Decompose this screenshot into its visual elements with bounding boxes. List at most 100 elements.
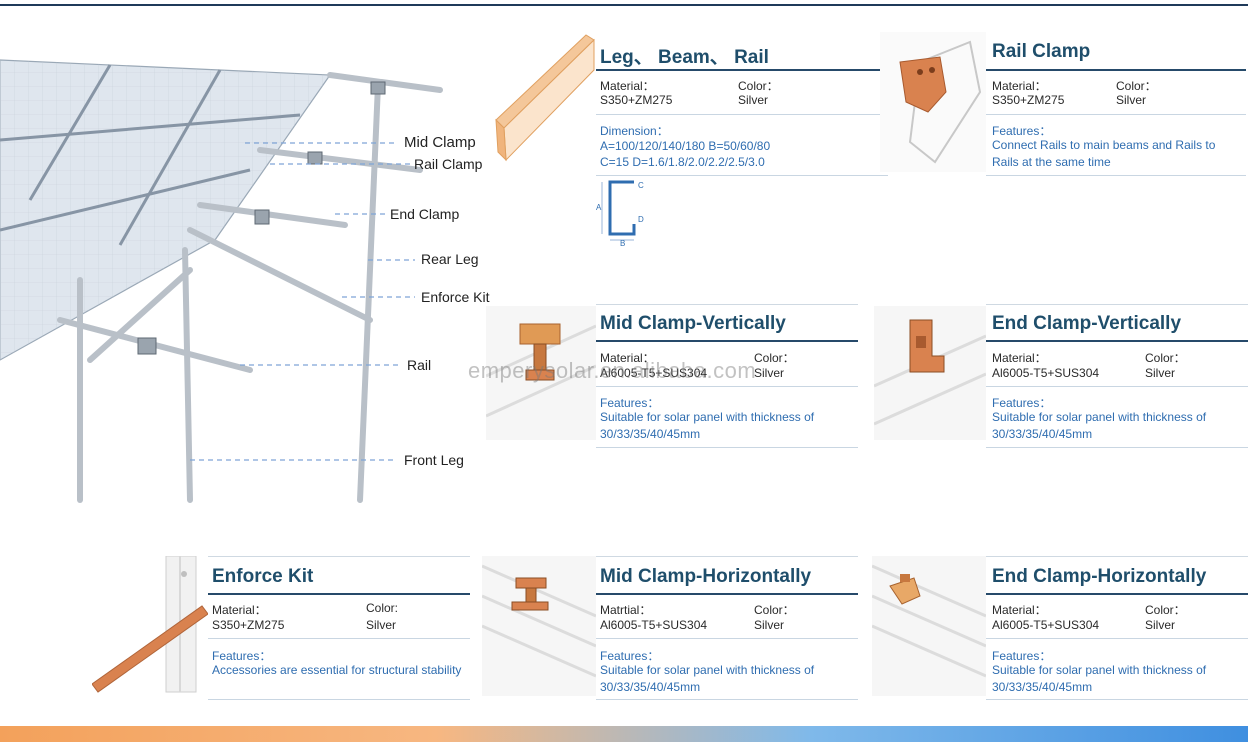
divider — [596, 593, 858, 595]
dim-label-c: C — [638, 181, 644, 190]
divider — [986, 638, 1248, 639]
color-label: Color: — [366, 601, 399, 615]
mid-clamp-vertical-image — [486, 306, 596, 440]
card-mid-clamp-vertically: Mid Clamp-Vertically Material： Al6005-T5… — [596, 304, 858, 454]
divider — [596, 175, 888, 176]
material-value: S350+ZM275 — [212, 618, 285, 632]
material-value: Al6005-T5+SUS304 — [600, 618, 708, 632]
divider — [596, 69, 888, 71]
material-label: Material： — [212, 603, 267, 617]
callout-rear-leg: Rear Leg — [421, 251, 479, 267]
card-title: Enforce Kit — [212, 566, 314, 587]
callout-mid-clamp: Mid Clamp — [404, 134, 476, 151]
material-value: S350+ZM275 — [600, 93, 673, 107]
color-value: Silver — [366, 618, 397, 632]
dim-label-d: D — [638, 215, 644, 224]
material-value: S350+ZM275 — [992, 93, 1065, 107]
rail-clamp-image — [880, 32, 986, 172]
solar-panel-array — [0, 59, 332, 361]
dimension-line-2: C=15 D=1.6/1.8/2.0/2.2/2.5/3.0 — [600, 155, 765, 169]
dim-label-b: B — [620, 239, 625, 246]
features-text: Suitable for solar panel with thickness … — [992, 410, 1207, 441]
callout-rail: Rail — [407, 357, 432, 373]
material-value: Al6005-T5+SUS304 — [600, 366, 708, 380]
dimension-line-1: A=100/120/140/180 B=50/60/80 — [600, 139, 771, 153]
divider — [596, 638, 858, 639]
features-label: Features： — [992, 649, 1052, 663]
divider — [596, 699, 858, 700]
color-label: Color： — [1145, 351, 1186, 365]
callout-rail-clamp: Rail Clamp — [414, 156, 483, 172]
card-title: End Clamp-Vertically — [992, 313, 1182, 334]
color-value: Silver — [1116, 93, 1147, 107]
features-label: Features： — [600, 649, 660, 663]
features-label: Features： — [600, 396, 660, 410]
material-label: Material： — [600, 79, 655, 93]
card-leg-beam-rail: Leg、 Beam、 Rail Material： S350+ZM275 Col… — [596, 34, 888, 184]
divider — [986, 699, 1248, 700]
mounting-structure-diagram — [0, 59, 443, 503]
divider — [596, 556, 858, 557]
color-label: Color： — [754, 603, 795, 617]
divider — [596, 340, 858, 342]
divider — [986, 175, 1246, 176]
dim-label-a: A — [596, 203, 602, 212]
frame-beams — [57, 72, 443, 503]
material-label: Matrtial： — [600, 603, 652, 617]
features-label: Features： — [212, 649, 272, 663]
card-title: Rail Clamp — [992, 41, 1091, 62]
divider — [596, 304, 858, 305]
divider — [208, 699, 470, 700]
card-end-clamp-horizontally: End Clamp-Horizontally Material： Al6005-… — [986, 556, 1248, 702]
material-label: Material： — [992, 351, 1047, 365]
material-label: Material： — [600, 351, 655, 365]
divider — [986, 69, 1246, 71]
color-label: Color： — [754, 351, 795, 365]
divider — [596, 447, 858, 448]
end-clamp-horizontal-image — [872, 556, 986, 696]
divider — [596, 114, 888, 115]
card-title: End Clamp-Horizontally — [992, 566, 1207, 587]
callout-front-leg: Front Leg — [404, 452, 464, 468]
divider — [986, 340, 1248, 342]
card-title: Mid Clamp-Horizontally — [600, 566, 812, 587]
card-mid-clamp-horizontally: Mid Clamp-Horizontally Matrtial： Al6005-… — [596, 556, 858, 702]
color-value: Silver — [1145, 618, 1176, 632]
features-label: Features： — [992, 124, 1052, 138]
color-value: Silver — [738, 93, 769, 107]
color-label: Color： — [738, 79, 779, 93]
watermark: emperysolar.en.alibaba.com — [468, 358, 757, 383]
divider — [596, 386, 858, 387]
card-end-clamp-vertically: End Clamp-Vertically Material： Al6005-T5… — [986, 304, 1248, 454]
dimension-label: Dimension： — [600, 124, 669, 138]
callout-end-clamp: End Clamp — [390, 206, 460, 222]
divider — [986, 386, 1248, 387]
divider — [986, 114, 1246, 115]
divider — [986, 593, 1248, 595]
card-title: Mid Clamp-Vertically — [600, 313, 786, 334]
features-text: Accessories are essential for structural… — [212, 663, 462, 677]
divider — [208, 556, 470, 557]
end-clamp-vertical-image — [874, 306, 986, 440]
divider — [986, 304, 1248, 305]
features-text: Suitable for solar panel with thickness … — [600, 663, 815, 694]
card-rail-clamp: Rail Clamp Material： S350+ZM275 Color： S… — [986, 34, 1246, 184]
features-text: Suitable for solar panel with thickness … — [600, 410, 815, 441]
c-channel-section-diagram: A B C D — [596, 180, 644, 246]
enforce-kit-image — [92, 556, 208, 693]
bottom-gradient-bar — [0, 726, 1248, 742]
color-value: Silver — [754, 366, 785, 380]
color-value: Silver — [1145, 366, 1176, 380]
material-label: Material： — [992, 603, 1047, 617]
features-text: Suitable for solar panel with thickness … — [992, 663, 1207, 694]
material-value: Al6005-T5+SUS304 — [992, 366, 1100, 380]
top-border — [0, 4, 1248, 6]
features-text: Connect Rails to main beams and Rails to… — [992, 138, 1216, 169]
card-enforce-kit: Enforce Kit Material： S350+ZM275 Color: … — [208, 556, 470, 702]
divider — [208, 593, 470, 595]
material-value: Al6005-T5+SUS304 — [992, 618, 1100, 632]
color-label: Color： — [1145, 603, 1186, 617]
divider — [986, 556, 1248, 557]
card-title: Leg、 Beam、 Rail — [600, 47, 769, 68]
material-label: Material： — [992, 79, 1047, 93]
